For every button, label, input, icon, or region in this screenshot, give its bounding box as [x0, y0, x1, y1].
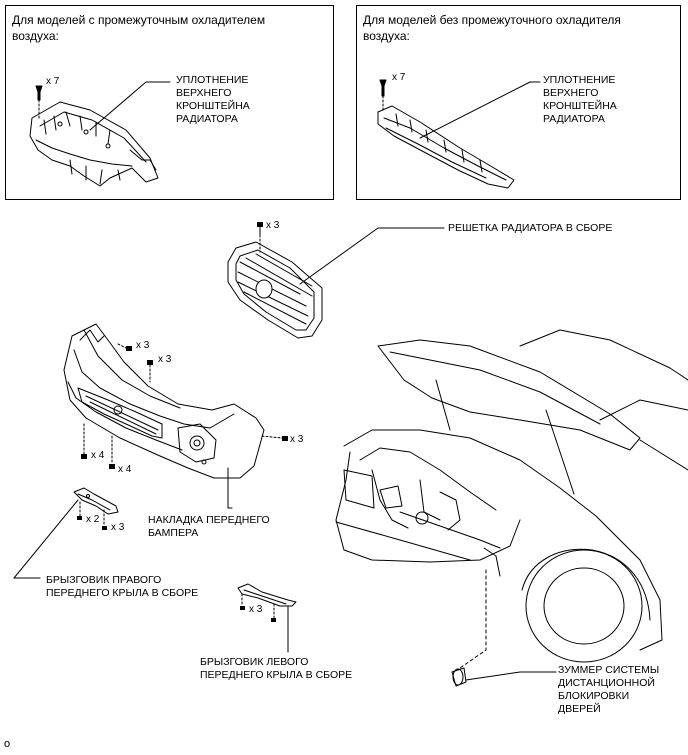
- leader-line: [227, 467, 233, 509]
- radiator-seal-intercooler: [29, 101, 159, 187]
- bolt-icon: [102, 526, 107, 530]
- qty-bumper-bolts-top-left: x 3: [136, 340, 150, 351]
- qty-right-splash-bolts-b: x 3: [111, 522, 125, 533]
- label-radiator-seal-right: УПЛОТНЕНИЕ ВЕРХНЕГО КРОНШТЕЙНА РАДИАТОРА: [543, 74, 617, 125]
- leader-line: [89, 81, 171, 131]
- clip-icon: [379, 79, 387, 97]
- vehicle-drawing: [335, 329, 688, 663]
- radiator-grille-drawing: [227, 241, 323, 339]
- leader-line: [117, 343, 127, 349]
- label-right-splash-shield: БРЫЗГОВИК ПРАВОГО ПЕРЕДНЕГО КРЫЛА В СБОР…: [46, 574, 199, 599]
- inset-panel-no-intercooler: Для моделей без промежуточного охладител…: [356, 5, 681, 200]
- bolt-icon: [77, 516, 82, 520]
- label-left-splash-shield: БРЫЗГОВИК ЛЕВОГО ПЕРЕДНЕГО КРЫЛА В СБОРЕ: [200, 656, 353, 681]
- qty-bumper-bolts-top-mid: x 3: [158, 354, 172, 365]
- clip-icon: [35, 85, 43, 101]
- qty-right-splash-bolts-a: x 2: [86, 514, 100, 525]
- radiator-seal-no-intercooler: [377, 105, 515, 189]
- label-radiator-seal-left: УПЛОТНЕНИЕ ВЕРХНЕГО КРОНШТЕЙНА РАДИАТОРА: [176, 74, 250, 125]
- bolt-icon: [81, 454, 87, 459]
- bolt-icon: [240, 606, 245, 610]
- qty-grille-bolts: x 3: [266, 220, 280, 231]
- qty-seal-clips-right: x 7: [392, 72, 406, 83]
- label-front-bumper: НАКЛАДКА ПЕРЕДНЕГО БАМПЕРА: [148, 514, 270, 539]
- bolt-icon: [257, 222, 263, 236]
- footer-mark: o: [4, 738, 11, 750]
- leader-line: [459, 569, 487, 669]
- leader-line: [13, 499, 79, 579]
- leader-line: [261, 435, 283, 439]
- qty-seal-clips-left: x 7: [46, 76, 60, 87]
- bolt-icon: [282, 436, 288, 441]
- bolt-icon: [126, 346, 132, 351]
- label-door-lock-buzzer: ЗУММЕР СИСТЕМЫ ДИСТАНЦИОННОЙ БЛОКИРОВКИ …: [558, 664, 660, 715]
- bolt-icon: [109, 464, 115, 469]
- qty-bumper-bolts-bottom-left: x 4: [91, 450, 105, 461]
- label-radiator-grille: РЕШЕТКА РАДИАТОРА В СБОРЕ: [448, 222, 613, 234]
- qty-bumper-bolts-bottom-mid: x 4: [118, 464, 132, 475]
- qty-left-splash-bolts: x 3: [249, 604, 263, 615]
- qty-bumper-bolts-right: x 3: [290, 434, 304, 445]
- leader-line: [419, 81, 541, 139]
- inset-title-no-intercooler: Для моделей без промежуточного охладител…: [363, 13, 621, 43]
- leader-line: [299, 227, 445, 285]
- bolt-icon: [147, 360, 153, 365]
- left-splash-shield-drawing: [237, 583, 297, 607]
- inset-title-intercooler: Для моделей с промежуточным охладителем …: [12, 13, 266, 43]
- leader-line: [465, 671, 557, 681]
- right-splash-shield-drawing: [73, 487, 119, 515]
- front-bumper-drawing: [63, 323, 265, 479]
- buzzer-drawing: [451, 667, 467, 687]
- bolt-icon: [271, 618, 276, 622]
